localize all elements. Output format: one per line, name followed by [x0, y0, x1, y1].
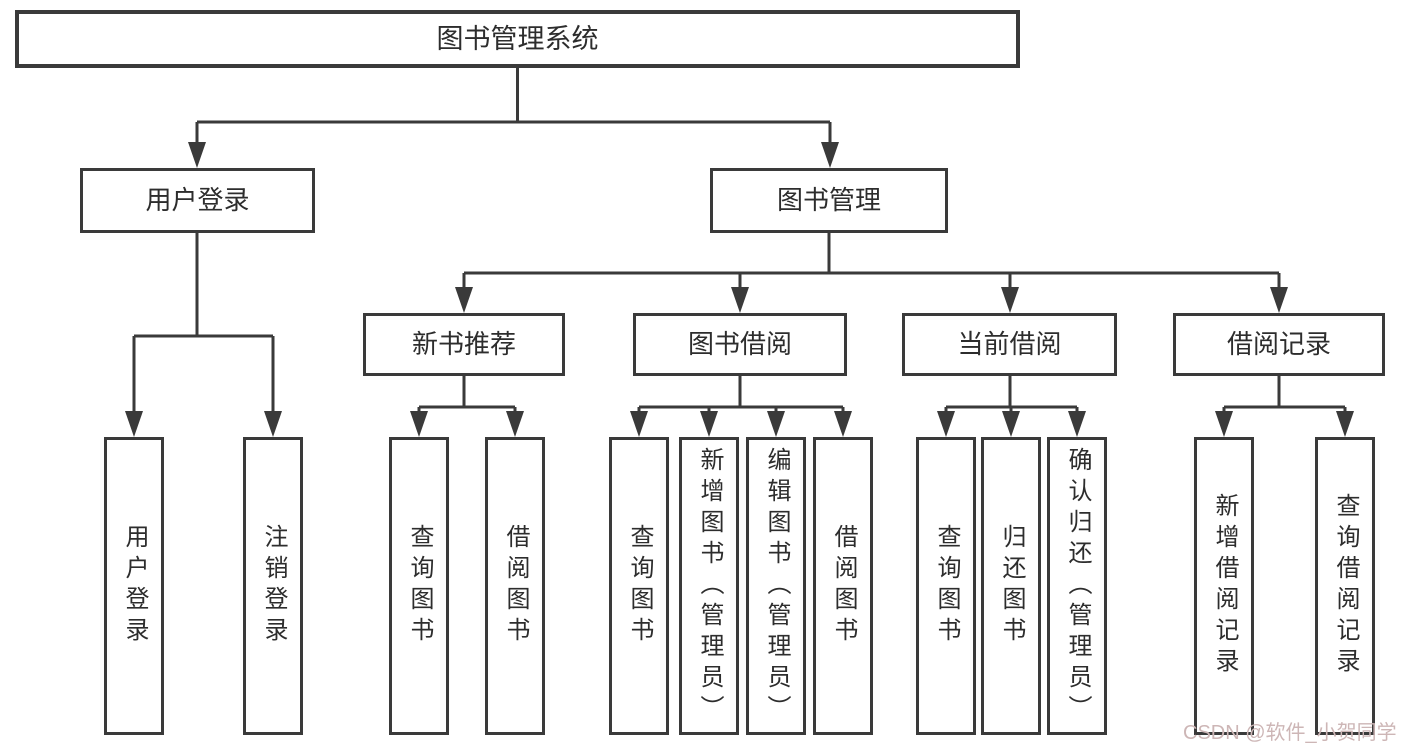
- leaf-logout: 注销登录: [243, 437, 303, 735]
- node-new-book-recommend: 新书推荐: [363, 313, 565, 376]
- node-borrow-records: 借阅记录: [1173, 313, 1385, 376]
- node-current-borrow: 当前借阅: [902, 313, 1117, 376]
- leaf-return-book: 归还图书: [981, 437, 1041, 735]
- leaf-borrow-book: 借阅图书: [813, 437, 873, 735]
- leaf-borrow-book-recommend: 借阅图书: [485, 437, 545, 735]
- node-book-borrow: 图书借阅: [633, 313, 847, 376]
- leaf-add-book-admin: 新增图书（管理员）: [679, 437, 739, 735]
- leaf-query-book-current: 查询图书: [916, 437, 976, 735]
- leaf-confirm-return-admin: 确认归还（管理员）: [1047, 437, 1107, 735]
- leaf-query-borrow-record: 查询借阅记录: [1315, 437, 1375, 735]
- node-book-management: 图书管理: [710, 168, 948, 233]
- leaf-query-book-borrow: 查询图书: [609, 437, 669, 735]
- leaf-query-book-recommend: 查询图书: [389, 437, 449, 735]
- watermark: CSDN @软件_小贺同学: [1183, 722, 1397, 744]
- node-root: 图书管理系统: [15, 10, 1020, 68]
- leaf-add-borrow-record: 新增借阅记录: [1194, 437, 1254, 735]
- leaf-user-login: 用户登录: [104, 437, 164, 735]
- node-user-login: 用户登录: [80, 168, 315, 233]
- leaf-edit-book-admin: 编辑图书（管理员）: [746, 437, 806, 735]
